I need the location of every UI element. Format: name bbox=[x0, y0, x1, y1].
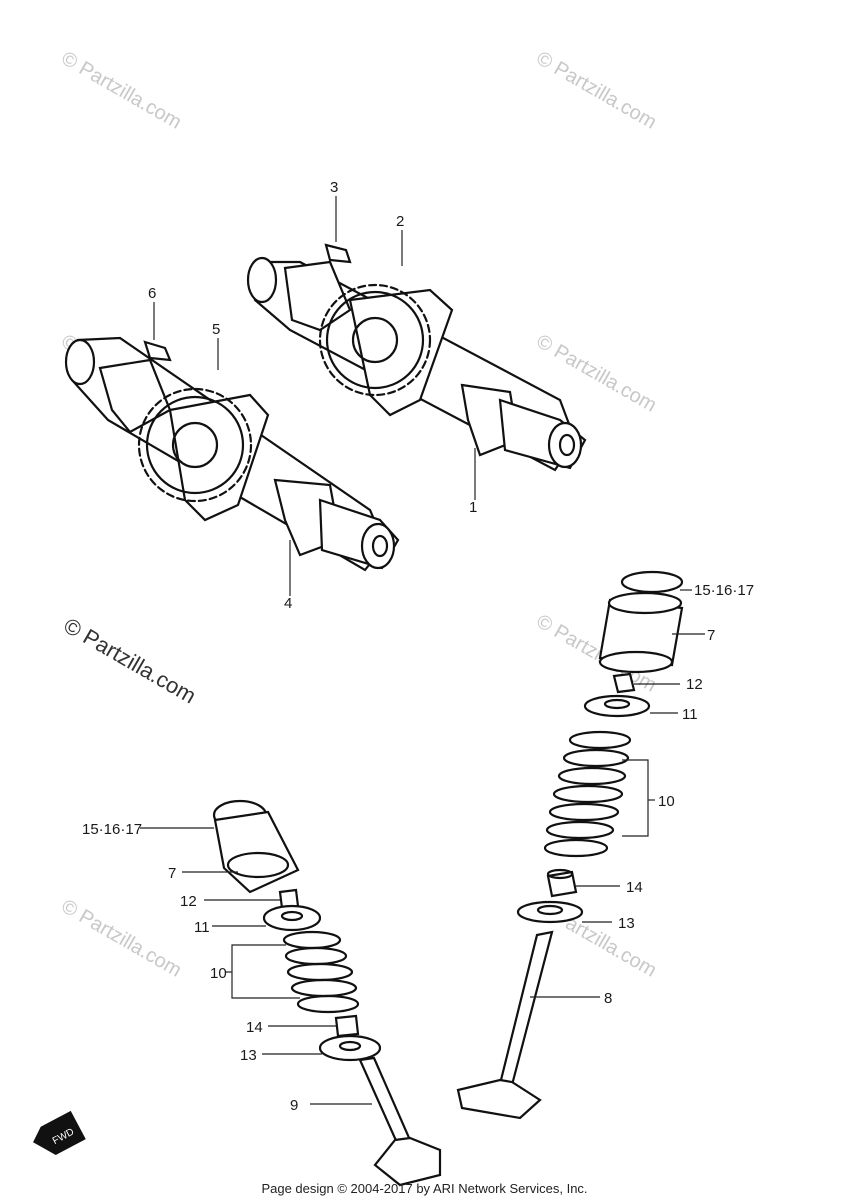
retainer-left bbox=[262, 904, 322, 932]
callout-7-left: 7 bbox=[168, 865, 176, 882]
valve-assembly-left bbox=[212, 799, 442, 1187]
watermark-bottom-left: © Partzilla.com bbox=[58, 895, 186, 981]
callout-15-16-17-left: 15·16·17 bbox=[82, 821, 142, 838]
callout-13-left: 13 bbox=[240, 1047, 257, 1064]
callout-1: 1 bbox=[469, 499, 477, 516]
retainer-right bbox=[583, 694, 651, 718]
page-footer: Page design © 2004-2017 by ARI Network S… bbox=[261, 1181, 588, 1196]
spring-seat-right bbox=[516, 900, 584, 924]
callout-13-right: 13 bbox=[618, 915, 635, 932]
callout-9: 9 bbox=[290, 1097, 298, 1114]
callout-12-right: 12 bbox=[686, 676, 703, 693]
stem-seal-left bbox=[334, 1014, 360, 1038]
leader-lines bbox=[140, 196, 705, 1105]
camshaft-1 bbox=[246, 243, 587, 472]
callout-8: 8 bbox=[604, 990, 612, 1007]
watermark-main: © Partzilla.com bbox=[60, 613, 201, 709]
camshaft-4 bbox=[64, 336, 400, 572]
callout-12-left: 12 bbox=[180, 893, 197, 910]
callout-11-left: 11 bbox=[194, 919, 210, 936]
shim-right bbox=[620, 570, 684, 594]
valve-spring-right bbox=[543, 730, 632, 858]
callout-14-right: 14 bbox=[626, 879, 643, 896]
callout-4: 4 bbox=[284, 595, 292, 612]
callout-7-right: 7 bbox=[707, 627, 715, 644]
callout-15-16-17-right: 15·16·17 bbox=[694, 582, 754, 599]
intake-valve bbox=[358, 1056, 442, 1187]
callout-2: 2 bbox=[396, 213, 404, 230]
spring-seat-left bbox=[318, 1034, 382, 1062]
callout-10-right: 10 bbox=[658, 793, 675, 810]
watermark-top-left: © Partzilla.com bbox=[58, 47, 186, 133]
exhaust-valve bbox=[456, 930, 554, 1120]
callout-5: 5 bbox=[212, 321, 220, 338]
callout-10-left: 10 bbox=[210, 965, 227, 982]
watermark-top-right: © Partzilla.com bbox=[533, 47, 661, 133]
valve-spring-left bbox=[282, 930, 360, 1014]
callouts: 3 2 6 5 1 4 15·16·17 7 12 11 10 14 13 8 … bbox=[82, 179, 754, 1114]
callout-3: 3 bbox=[330, 179, 338, 196]
valve-assembly-right bbox=[456, 570, 684, 1120]
callout-14-left: 14 bbox=[246, 1019, 263, 1036]
callout-11-right: 11 bbox=[682, 706, 698, 723]
callout-6: 6 bbox=[148, 285, 156, 302]
fwd-arrow-icon: FWD bbox=[33, 1110, 86, 1156]
cotter-right bbox=[612, 672, 636, 694]
